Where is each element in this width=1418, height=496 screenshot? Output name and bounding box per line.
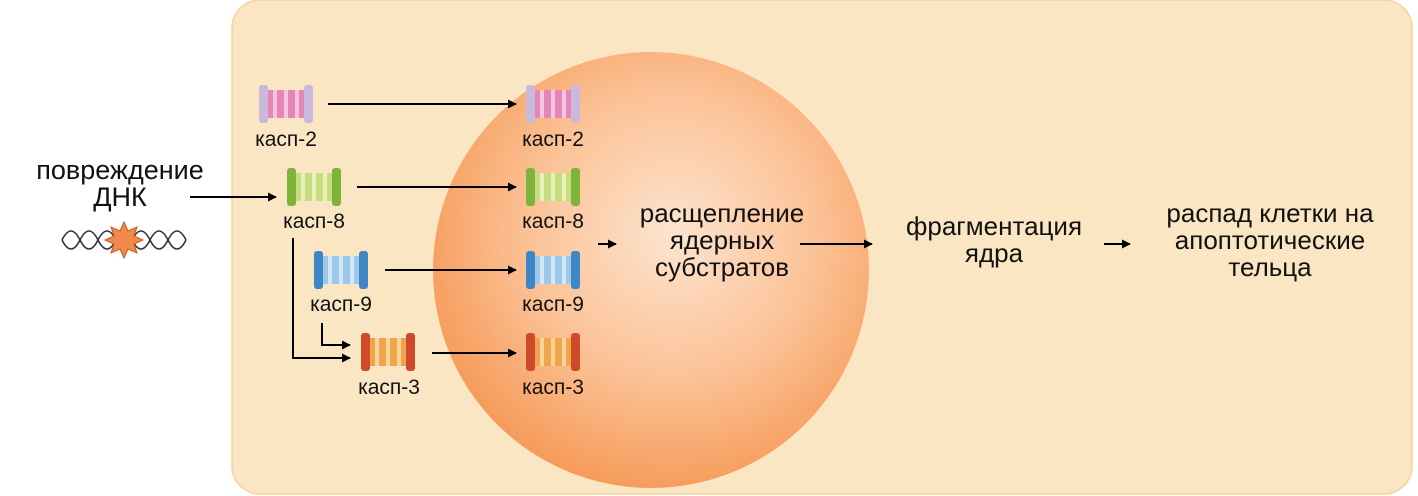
arrow-casp8-to-casp3 (292, 238, 351, 363)
casp8-icon-cytoplasm (287, 168, 341, 206)
nucleus (433, 52, 869, 488)
substrate-cleavage-label: расщепление ядерных субстратов (606, 200, 838, 281)
casp2-icon-cytoplasm (259, 85, 313, 123)
casp2-label-nucleus: касп-2 (522, 128, 584, 151)
arrows (190, 99, 1131, 363)
substrate-cleavage-line3: субстратов (654, 252, 790, 282)
casp3-label-nucleus: касп-3 (522, 376, 584, 399)
casp9-label-nucleus: касп-9 (522, 293, 584, 316)
dna-damage-label: повреждение ДНК (0, 157, 240, 211)
substrate-cleavage-line2: ядерных (669, 225, 775, 255)
casp9-icon-cytoplasm (314, 251, 368, 289)
nuclear-fragmentation-line2: ядра (964, 238, 1024, 268)
casp8-label-cytoplasm: касп-8 (283, 210, 345, 233)
casp3-icon-nucleus (526, 333, 580, 371)
casp8-label-nucleus: касп-8 (522, 210, 584, 233)
dna-damage-label-line1: повреждение (36, 155, 204, 185)
cell-breakdown-line3: тельца (1228, 252, 1312, 282)
substrate-cleavage-line1: расщепление (639, 198, 805, 228)
dna-damage-label-line2: ДНК (93, 182, 147, 212)
casp9-label-cytoplasm: касп-9 (310, 293, 372, 316)
casp8-icon-nucleus (526, 168, 580, 206)
casp2-icon-nucleus (526, 85, 580, 123)
nuclear-fragmentation-line1: фрагментация (905, 211, 1083, 241)
casp3-icon-cytoplasm (361, 333, 415, 371)
casp9-icon-nucleus (526, 251, 580, 289)
cell-breakdown-line2: апоптотические (1174, 225, 1366, 255)
dna-damage-icon (61, 220, 187, 260)
casp3-label-cytoplasm: касп-3 (358, 376, 420, 399)
arrow-casp9-to-casp3 (321, 323, 351, 350)
damage-burst-icon (103, 220, 145, 260)
cell-breakdown-label: распад клетки на апоптотические тельца (1134, 200, 1406, 281)
nuclear-fragmentation-label: фрагментация ядра (874, 213, 1114, 267)
cell-breakdown-line1: распад клетки на (1166, 198, 1374, 228)
casp2-label-cytoplasm: касп-2 (255, 128, 317, 151)
